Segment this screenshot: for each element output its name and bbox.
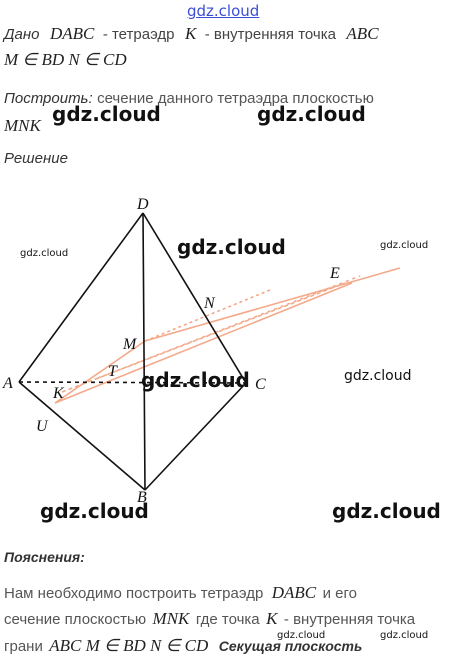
- edge-ac-hidden: [18, 381, 247, 384]
- expl-1a: Нам необходимо построить тетраэдр: [4, 585, 264, 602]
- edge-ab: [18, 381, 146, 491]
- expl-2b: где точка: [195, 611, 260, 628]
- expl-3a: грани: [4, 638, 43, 655]
- line-extra: [144, 289, 271, 342]
- expl-3-math: ABC M ∈ BD N ∈ CD: [49, 636, 209, 655]
- line-u-m: [54, 340, 146, 404]
- watermark: gdz.cloud: [277, 630, 326, 641]
- explanation-line-1: Нам необходимо построить тетраэдр DABC и…: [4, 583, 357, 603]
- watermark: gdz.cloud: [177, 235, 286, 259]
- label-m: M: [122, 336, 138, 353]
- given-abc: ABC: [346, 24, 379, 43]
- label-k: K: [52, 385, 65, 402]
- watermark: gdz.cloud: [52, 102, 161, 126]
- construct-label: Построить:: [4, 90, 93, 107]
- line-u-e: [54, 282, 353, 404]
- construct-line: Построить: сечение данного тетраэдра пло…: [4, 90, 374, 108]
- construct-mnk: MNK: [4, 116, 41, 135]
- edge-bc: [144, 382, 247, 491]
- label-c: C: [255, 376, 266, 393]
- label-t: T: [108, 363, 118, 380]
- expl-3b: Секущая плоскость: [218, 638, 363, 654]
- expl-2a: сечение плоскостью: [4, 611, 147, 628]
- given-k: K: [184, 24, 197, 43]
- line-m-e: [144, 267, 401, 342]
- given-dash1: - тетраэдр: [102, 26, 175, 43]
- construct-text: сечение данного тетраэдра плоскостью: [97, 90, 374, 107]
- construction-lines: [54, 267, 401, 404]
- watermark-top[interactable]: gdz.cloud: [187, 2, 260, 20]
- watermark: gdz.cloud: [344, 368, 412, 384]
- label-n: N: [203, 295, 216, 312]
- given-label: Дано: [4, 26, 40, 43]
- watermark: gdz.cloud: [380, 630, 429, 641]
- tetra-edges: [18, 212, 247, 491]
- watermark: gdz.cloud: [257, 102, 366, 126]
- expl-2-math: MNK: [152, 609, 190, 628]
- watermark: gdz.cloud: [380, 240, 429, 251]
- watermark: gdz.cloud: [332, 499, 441, 523]
- line-t-e: [97, 275, 361, 379]
- watermark: gdz.cloud: [20, 248, 69, 259]
- explanation-line-2: сечение плоскостью MNK где точка K - вну…: [4, 609, 415, 629]
- label-u: U: [36, 418, 49, 435]
- expl-1-math: DABC: [271, 583, 317, 602]
- solution-label: Решение: [4, 150, 68, 167]
- expl-2c: - внутренняя точка: [283, 611, 416, 628]
- label-d: D: [136, 196, 149, 213]
- expl-2-k: K: [266, 609, 278, 628]
- explanation-label: Пояснения:: [4, 549, 85, 565]
- edge-da: [18, 212, 144, 383]
- given-tetra: DABC: [49, 24, 95, 43]
- edge-dc: [142, 212, 247, 384]
- label-e: E: [329, 265, 340, 282]
- label-b: B: [137, 489, 147, 506]
- given-line-1: Дано DABC - тетраэдр K - внутренняя точк…: [4, 24, 379, 44]
- watermark: gdz.cloud: [40, 499, 149, 523]
- given-dash2: - внутренняя точка: [204, 26, 336, 43]
- expl-1b: и его: [322, 585, 357, 602]
- watermark: gdz.cloud: [141, 368, 250, 392]
- explanation-line-3: грани ABC M ∈ BD N ∈ CD Секущая плоскост…: [4, 636, 362, 656]
- label-a: A: [2, 375, 13, 392]
- edge-db: [142, 212, 146, 491]
- line-k-e: [61, 282, 346, 393]
- given-line-2: M ∈ BD N ∈ CD: [4, 50, 127, 69]
